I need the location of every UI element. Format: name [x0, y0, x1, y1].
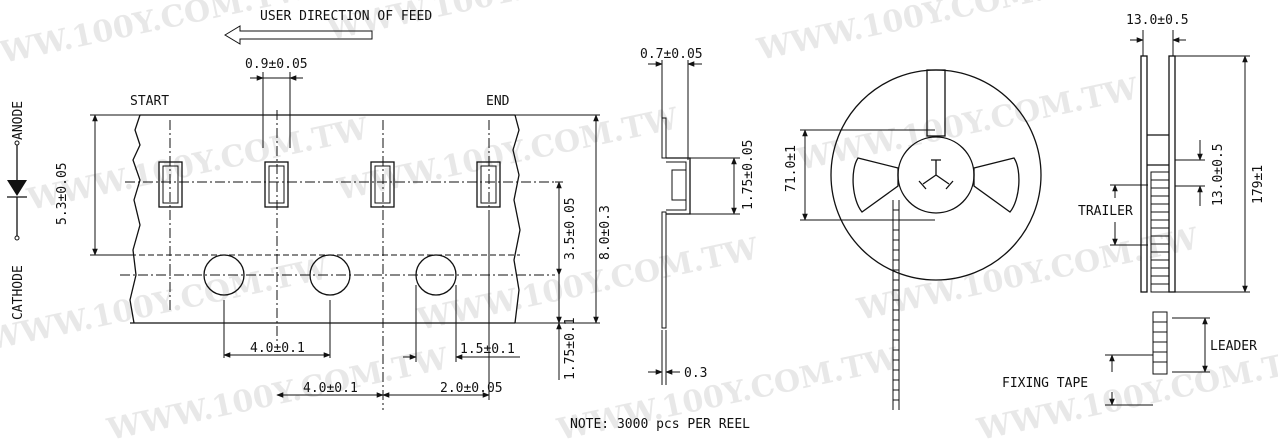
reel-note: NOTE: 3000 pcs PER REEL: [570, 417, 750, 432]
leader-label: LEADER: [1210, 339, 1257, 354]
watermark: WWW.100Y.COM.TW: [753, 0, 1102, 68]
wound-tape: [1150, 171, 1170, 293]
feed-arrow-icon: [224, 25, 373, 45]
watermark: WWW.100Y.COM.TW: [103, 341, 452, 442]
arbor-dim: 13.0±0.5: [1211, 143, 1226, 206]
tape-pocket: [370, 161, 395, 208]
end-label: END: [486, 94, 510, 109]
reel-diameter-dim: 179±1: [1251, 165, 1266, 204]
leader-tape: [1152, 311, 1168, 375]
sprocket-hole: [309, 254, 351, 296]
diode-icon: [7, 180, 27, 196]
hole-pocket-dim: 2.0±0.05: [440, 381, 503, 396]
start-label: START: [130, 94, 169, 109]
anode-terminal: [14, 140, 20, 146]
hole-center-dim: 3.5±0.05: [563, 197, 578, 260]
tape-side-section: 0.7±0.05 1.75±0.05 0.3: [640, 47, 756, 385]
reel-window: [852, 157, 899, 213]
fixing-tape-label: FIXING TAPE: [1002, 376, 1088, 391]
hub-spokes: [922, 160, 950, 185]
watermark: WWW.100Y.COM.TW: [323, 0, 672, 48]
cathode-label: CATHODE: [11, 265, 26, 320]
reel-flange-side: [1140, 55, 1148, 293]
cathode-terminal: [14, 235, 20, 241]
tape-width-dim: 8.0±0.3: [598, 205, 613, 260]
watermark: WWW.100Y.COM.TW: [853, 221, 1202, 328]
watermark: WWW.100Y.COM.TW: [333, 101, 682, 208]
trailer-label: TRAILER: [1078, 204, 1133, 219]
pitch-dim-2: 4.0±0.1: [303, 381, 358, 396]
thickness-dim: 0.7±0.05: [640, 47, 703, 62]
polarity-symbol: ANODE CATHODE: [7, 101, 27, 320]
reel-window: [926, 69, 946, 137]
component-section: [671, 169, 687, 201]
carrier-tape-top-view: START END 0.9±0.05: [55, 57, 613, 410]
pocket-width-dim: 0.9±0.05: [245, 57, 308, 72]
hole-dia-dim: 1.5±0.1: [460, 342, 515, 357]
pocket-depth-dim: 1.75±0.05: [741, 140, 756, 210]
reel-window: [973, 157, 1020, 213]
anode-label: ANODE: [11, 101, 26, 140]
sprocket-hole: [203, 254, 245, 296]
watermark: WWW.100Y.COM.TW: [413, 231, 762, 338]
sprocket-hole: [415, 254, 457, 296]
watermark: WWW.100Y.COM.TW: [973, 341, 1278, 442]
tape-thickness-dim: 0.3: [684, 366, 707, 381]
feed-direction-label: USER DIRECTION OF FEED: [260, 9, 432, 24]
tape-pocket: [476, 161, 501, 208]
pocket-offset-dim: 5.3±0.05: [55, 162, 70, 225]
reel-width-dim: 13.0±0.5: [1126, 13, 1189, 28]
watermark: WWW.100Y.COM.TW: [793, 71, 1142, 178]
reel-front-view: 71.0±1: [784, 69, 1042, 410]
tape-pocket: [158, 161, 183, 208]
tape-pocket: [264, 161, 289, 208]
reel-side-view: 13.0±0.5 179±1 13.0±0.5 TRAILER LEADER F…: [1002, 13, 1266, 406]
feed-direction: USER DIRECTION OF FEED: [224, 9, 432, 45]
hub-dim: 71.0±1: [784, 145, 799, 192]
edge-hole-dim: 1.75±0.1: [563, 317, 578, 380]
pitch-dim-1: 4.0±0.1: [250, 341, 305, 356]
watermark: WWW.100Y.COM.TW: [23, 111, 372, 218]
